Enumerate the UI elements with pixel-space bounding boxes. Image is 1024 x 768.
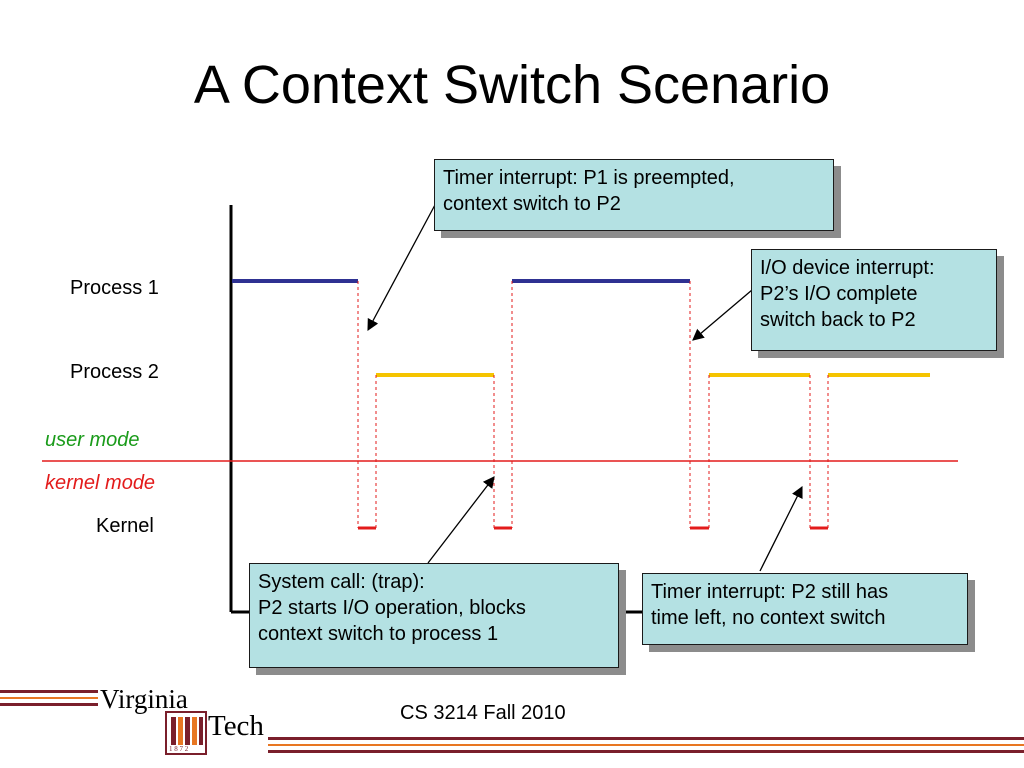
logo-seal-year: 1 8 7 2 xyxy=(169,745,189,753)
process1-label: Process 1 xyxy=(70,277,159,299)
callout-line: Timer interrupt: P1 is preempted, xyxy=(443,167,735,189)
kernel-label: Kernel xyxy=(96,515,154,537)
callout-line: context switch to process 1 xyxy=(258,623,499,645)
callout-arrow xyxy=(759,485,803,572)
callout-syscall: System call: (trap): P2 starts I/O opera… xyxy=(249,563,619,668)
callout-arrow xyxy=(427,476,495,564)
callout-arrow xyxy=(367,202,437,332)
process2-label: Process 2 xyxy=(70,361,159,383)
footer-stripe xyxy=(0,703,98,706)
callout-line: time left, no context switch xyxy=(651,607,886,629)
callout-line: P2 starts I/O operation, blocks xyxy=(258,597,526,619)
callout-line: switch back to P2 xyxy=(760,309,916,331)
callout-timer-no-switch: Timer interrupt: P2 still has time left,… xyxy=(642,573,968,645)
footer-stripe xyxy=(0,690,98,693)
callout-line: System call: (trap): xyxy=(258,571,425,593)
footer-stripe xyxy=(268,737,1024,740)
footer-stripe xyxy=(0,697,98,699)
callout-line: I/O device interrupt: xyxy=(760,257,935,279)
kernel-mode-label: kernel mode xyxy=(45,472,156,494)
university-seal xyxy=(165,711,207,755)
callout-arrow xyxy=(692,289,753,341)
logo-virginia: Virginia xyxy=(100,684,188,714)
footer-stripe xyxy=(268,744,1024,746)
callout-line: P2’s I/O complete xyxy=(760,283,918,305)
logo-tech: Tech xyxy=(208,710,264,742)
footer-course-label: CS 3214 Fall 2010 xyxy=(400,702,566,724)
callout-io-interrupt: I/O device interrupt: P2’s I/O complete … xyxy=(751,249,997,351)
callout-line: Timer interrupt: P2 still has xyxy=(651,581,889,603)
slide-title: A Context Switch Scenario xyxy=(193,55,831,115)
callout-timer-preempt: Timer interrupt: P1 is preempted, contex… xyxy=(434,159,834,231)
user-mode-label: user mode xyxy=(45,429,140,451)
footer-stripe xyxy=(268,750,1024,753)
callout-line: context switch to P2 xyxy=(443,193,621,215)
